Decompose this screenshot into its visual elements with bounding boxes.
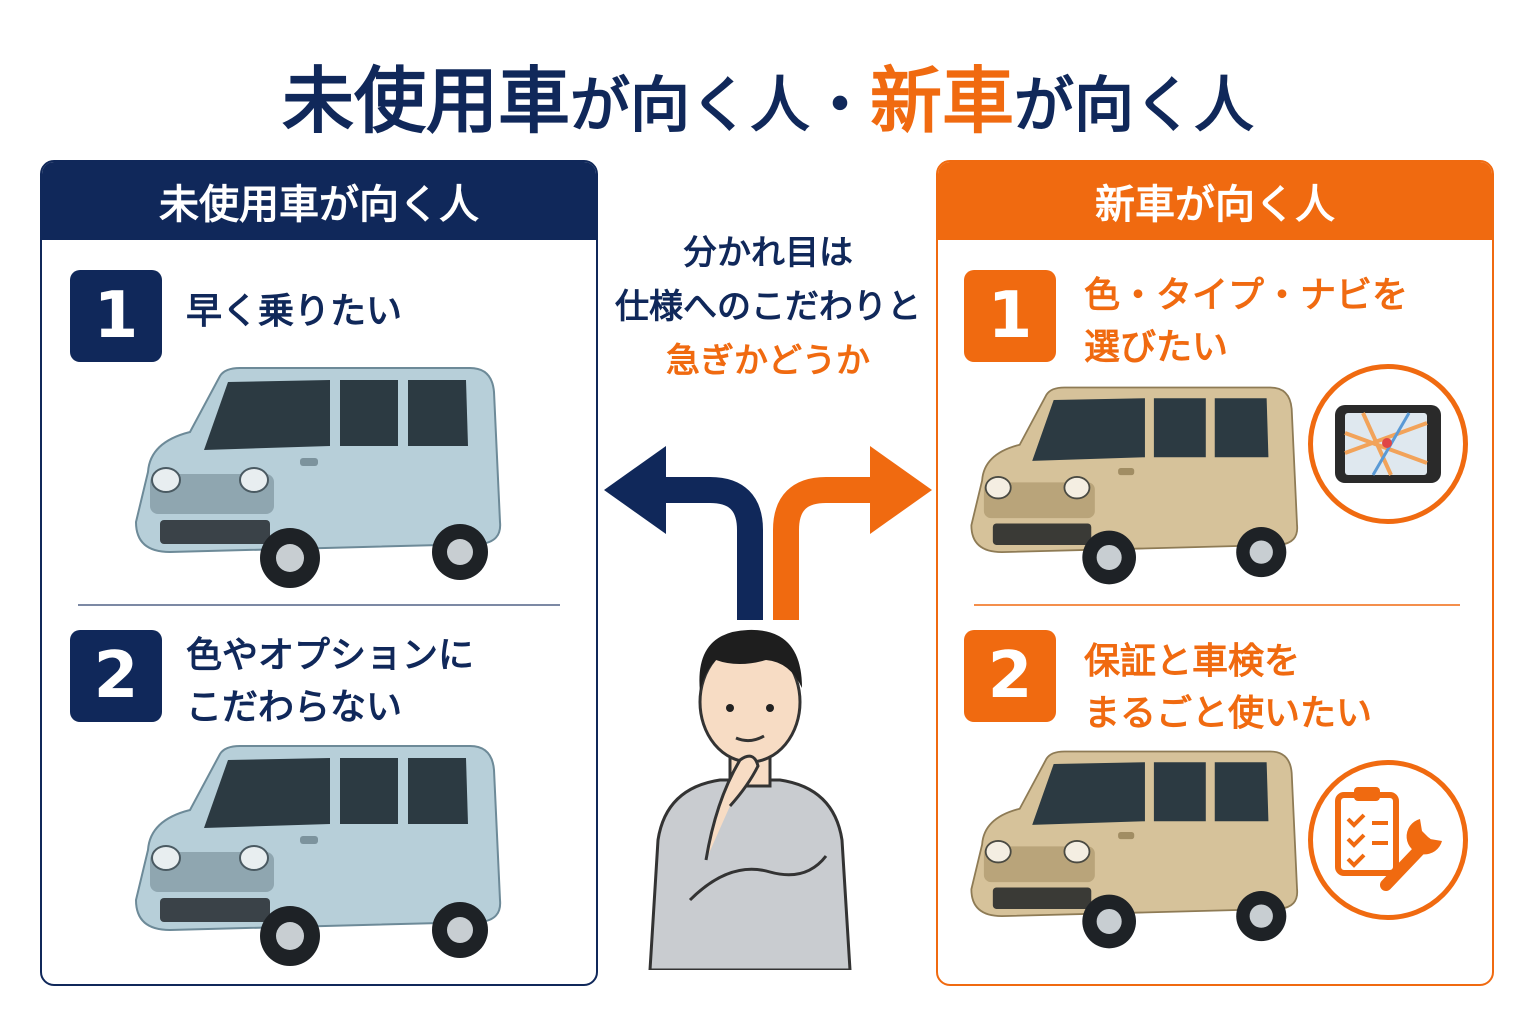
- item-divider: [78, 604, 560, 606]
- navigation-icon-circle: [1308, 364, 1468, 524]
- right-arrow-orange: [773, 477, 876, 620]
- beige-car-icon: [970, 386, 1299, 585]
- item-text-line: 色やオプションに: [186, 635, 475, 676]
- center-text-line: 仕様へのこだわりと: [615, 287, 921, 327]
- left-arrow-navy: [660, 477, 763, 620]
- item-number-badge: 1: [70, 270, 162, 362]
- unused-car-panel-header: 未使用車が向く人: [42, 162, 596, 240]
- item-number-badge: 2: [70, 630, 162, 722]
- fork-arrows-icon: [604, 446, 932, 620]
- item-text-line: 色・タイプ・ナビを: [1084, 275, 1409, 316]
- left-arrowhead-navy: [604, 446, 666, 534]
- item-text: 色やオプションに こだわらない: [186, 630, 474, 734]
- item-text-line: まるごと使いたい: [1084, 693, 1373, 734]
- item-number-badge: 1: [964, 270, 1056, 362]
- light-blue-car-image: [134, 745, 502, 966]
- navigation-screen-icon: [1335, 405, 1441, 483]
- decision-point-text: 分かれ目は 仕様へのこだわりと 急ぎかどうか: [600, 226, 936, 388]
- item-divider: [974, 604, 1460, 606]
- item-text-line: こだわらない: [186, 687, 403, 728]
- unused-car-panel: 未使用車が向く人 1 早く乗りたい 2 色やオプションに こだわらない: [40, 160, 598, 986]
- light-blue-car-image: [134, 367, 502, 588]
- center-text-highlight: 急ぎかどうか: [666, 341, 870, 381]
- page-title: 未使用車が向く人・新車が向く人: [0, 42, 1536, 143]
- beige-car-icon: [970, 750, 1299, 949]
- checklist-wrench-icon: [1335, 787, 1442, 891]
- item-text-line: 早く乗りたい: [186, 291, 403, 332]
- thinking-person-illustration: [648, 629, 852, 970]
- right-arrowhead-orange: [870, 446, 932, 534]
- item-text: 早く乗りたい: [186, 286, 402, 338]
- item-text: 色・タイプ・ナビを 選びたい: [1084, 270, 1408, 374]
- item-text-line: 保証と車検を: [1084, 641, 1301, 682]
- title-part-suited-2: が向く人: [1014, 71, 1255, 141]
- item-text: 保証と車検を まるごと使いたい: [1084, 636, 1372, 740]
- beige-car-image: [970, 750, 1299, 949]
- item-text-line: 選びたい: [1084, 327, 1229, 368]
- title-part-unused-car: 未使用車: [281, 59, 570, 143]
- item-number-badge: 2: [964, 630, 1056, 722]
- title-part-new-car: 新車: [870, 59, 1015, 143]
- beige-car-image: [970, 386, 1299, 585]
- checklist-wrench-icon-circle: [1308, 760, 1468, 920]
- new-car-panel: 新車が向く人 1 色・タイプ・ナビを 選びたい: [936, 160, 1494, 986]
- light-blue-car-icon: [134, 745, 502, 966]
- title-part-suited: が向く人・: [570, 71, 870, 141]
- new-car-panel-header: 新車が向く人: [938, 162, 1492, 240]
- light-blue-car-icon: [134, 367, 502, 588]
- center-text-line: 分かれ目は: [683, 233, 853, 273]
